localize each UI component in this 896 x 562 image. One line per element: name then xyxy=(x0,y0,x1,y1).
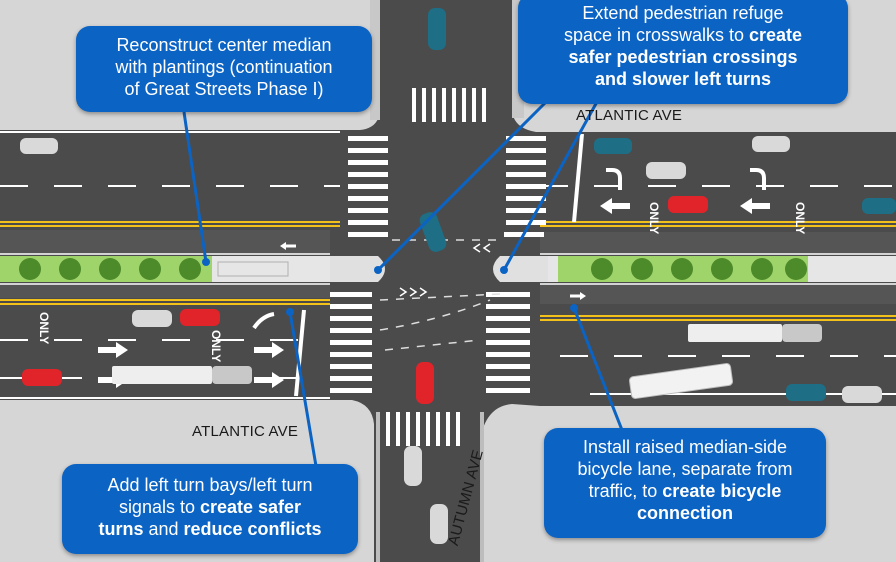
only-mark-3: ONLY xyxy=(37,312,51,344)
crosswalk-north xyxy=(412,88,486,122)
only-mark-4: ONLY xyxy=(209,330,223,362)
only-mark-2: ONLY xyxy=(793,202,807,234)
callout-turns-line-2: signals to create safer xyxy=(118,497,302,517)
callout-bike-line-2: bicycle lane, separate from xyxy=(577,459,793,479)
callout-refuge-line-4: and slower left turns xyxy=(594,69,772,89)
callout-turns-line-3: turns and reduce conflicts xyxy=(98,519,322,539)
crosswalk-west xyxy=(330,136,388,393)
lane-dashes xyxy=(0,185,896,379)
callout-median-line-1: Reconstruct center median xyxy=(116,35,332,55)
median-west-paving xyxy=(212,256,330,282)
crosswalk-south xyxy=(386,412,460,446)
callout-leaders xyxy=(182,98,624,467)
street-label-atlantic-south: ATLANTIC AVE xyxy=(192,423,299,440)
callout-refuge-line-1: Extend pedestrian refuge xyxy=(582,3,784,23)
callout-center-median: Reconstruct center median with plantings… xyxy=(76,26,372,112)
only-mark-1: ONLY xyxy=(647,202,661,234)
callout-bicycle-lane: Install raised median-side bicycle lane,… xyxy=(544,428,826,538)
street-label-atlantic-north: ATLANTIC AVE xyxy=(576,107,683,124)
callout-bike-line-4: connection xyxy=(636,503,733,523)
callout-bike-line-1: Install raised median-side xyxy=(582,437,788,457)
callout-refuge-line-3: safer pedestrian crossings xyxy=(568,47,798,67)
callout-pedestrian-refuge: Extend pedestrian refuge space in crossw… xyxy=(518,0,848,104)
median-east-paving xyxy=(808,256,896,282)
callout-turns-line-1: Add left turn bays/left turn xyxy=(107,475,313,495)
callout-median-line-3: of Great Streets Phase I) xyxy=(124,79,324,99)
callout-bike-line-3: traffic, to create bicycle xyxy=(588,481,782,501)
refuge-island-west xyxy=(330,256,385,282)
median-west-trees xyxy=(19,258,201,280)
callout-refuge-line-2: space in crosswalks to create xyxy=(563,25,803,45)
callout-left-turn-bays: Add left turn bays/left turn signals to … xyxy=(62,464,358,554)
callout-median-line-2: with plantings (continuation xyxy=(115,57,333,77)
turn-arrows xyxy=(252,168,766,330)
median-east-trees xyxy=(591,258,807,280)
crosswalk-east xyxy=(486,136,546,393)
